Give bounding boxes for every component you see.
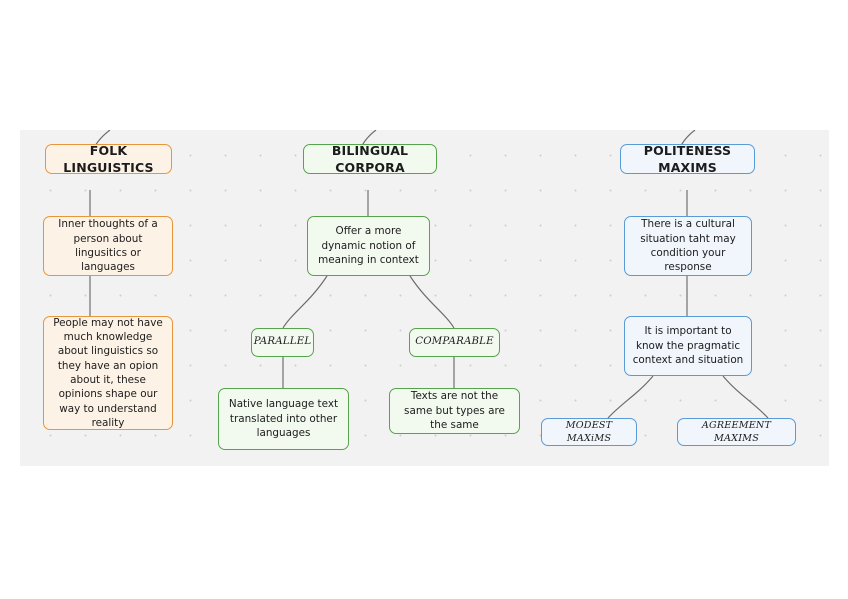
- node-leaf-native-language-text[interactable]: Native language text translated into oth…: [218, 388, 349, 450]
- edge-important-to-agreement: [722, 375, 769, 419]
- edge-important-to-modest: [607, 375, 654, 419]
- node-bilingual-dynamic-notion[interactable]: Offer a more dynamic notion of meaning i…: [307, 216, 430, 276]
- node-folk-inner-thoughts[interactable]: Inner thoughts of a person about lingusi…: [43, 216, 173, 276]
- node-politeness-pragmatic-context[interactable]: It is important to know the pragmatic co…: [624, 316, 752, 376]
- node-politeness-cultural-situation[interactable]: There is a cultural situation taht may c…: [624, 216, 752, 276]
- edge-offer-to-parallel: [282, 275, 328, 329]
- node-leaf-modest-maxims[interactable]: MODEST MAXiMS: [541, 418, 637, 446]
- node-folk-people-knowledge[interactable]: People may not have much knowledge about…: [43, 316, 173, 430]
- node-leaf-agreement-maxims[interactable]: AGREEMENT MAXIMS: [677, 418, 796, 446]
- node-tag-parallel[interactable]: PARALLEL: [251, 328, 314, 357]
- node-root-folk-linguistics[interactable]: FOLK LINGUISTICS: [45, 143, 172, 175]
- node-tag-comparable[interactable]: COMPARABLE: [409, 328, 500, 357]
- mindmap-canvas[interactable]: FOLK LINGUISTICS Inner thoughts of a per…: [20, 130, 829, 466]
- edge-offer-to-comparable: [409, 275, 455, 329]
- node-root-bilingual-corpora[interactable]: BILINGUAL CORPORA: [303, 143, 437, 175]
- node-root-politeness-maxims[interactable]: POLITENESS MAXIMS: [620, 143, 755, 175]
- node-leaf-texts-not-same[interactable]: Texts are not the same but types are the…: [389, 388, 520, 434]
